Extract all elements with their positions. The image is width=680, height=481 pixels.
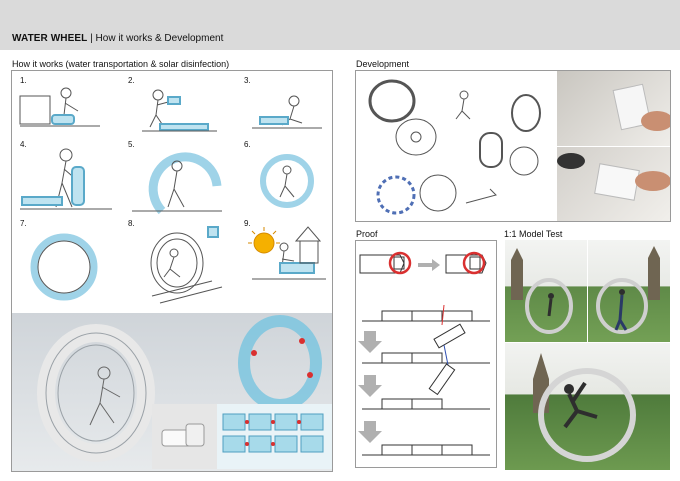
development-photo-2 <box>557 147 670 221</box>
page-title: WATER WHEEL | How it works & Development <box>12 33 223 44</box>
proof-panel <box>355 240 497 468</box>
model-test-photo-3 <box>505 343 670 470</box>
step-number-4: 4. <box>20 140 27 149</box>
development-sketches <box>368 79 541 215</box>
step-number-6: 6. <box>244 140 251 149</box>
sketch-step-9 <box>248 226 326 280</box>
bottle-chain-photo <box>217 404 332 469</box>
clip-detail-photo <box>152 404 217 469</box>
sketch-step-4 <box>20 148 112 210</box>
sketch-step-5 <box>132 152 222 215</box>
sketch-step-7 <box>30 233 98 301</box>
how-it-works-panel: 1. 2. 3. 4. 5. 6. 7. 8. 9. <box>11 70 333 472</box>
development-label: Development <box>356 59 410 69</box>
development-photo-1 <box>557 71 670 146</box>
step-number-1: 1. <box>20 76 27 85</box>
how-it-works-sketches <box>19 87 326 304</box>
sketch-step-3 <box>252 95 322 129</box>
sketch-step-2 <box>142 89 217 132</box>
title-rest: How it works & Development <box>95 33 224 44</box>
model-test-label: 1:1 Model Test <box>504 229 563 239</box>
model-test-photo-1 <box>505 240 587 342</box>
sketch-step-8 <box>150 226 223 304</box>
proof-label: Proof <box>356 229 378 239</box>
step-number-8: 8. <box>128 219 135 228</box>
step-number-2: 2. <box>128 76 135 85</box>
model-test-photo-2 <box>588 240 670 342</box>
step-number-3: 3. <box>244 76 251 85</box>
header-bar <box>0 0 680 50</box>
title-bold: WATER WHEEL <box>12 33 88 44</box>
step-number-9: 9. <box>244 219 251 228</box>
step-number-5: 5. <box>128 140 135 149</box>
step-number-7: 7. <box>20 219 27 228</box>
title-separator: | <box>90 33 96 44</box>
sketch-step-1 <box>19 87 100 127</box>
how-it-works-label: How it works (water transportation & sol… <box>12 59 230 69</box>
development-panel <box>355 70 671 222</box>
sketch-step-6 <box>260 154 314 208</box>
proof-diagram <box>358 251 490 456</box>
